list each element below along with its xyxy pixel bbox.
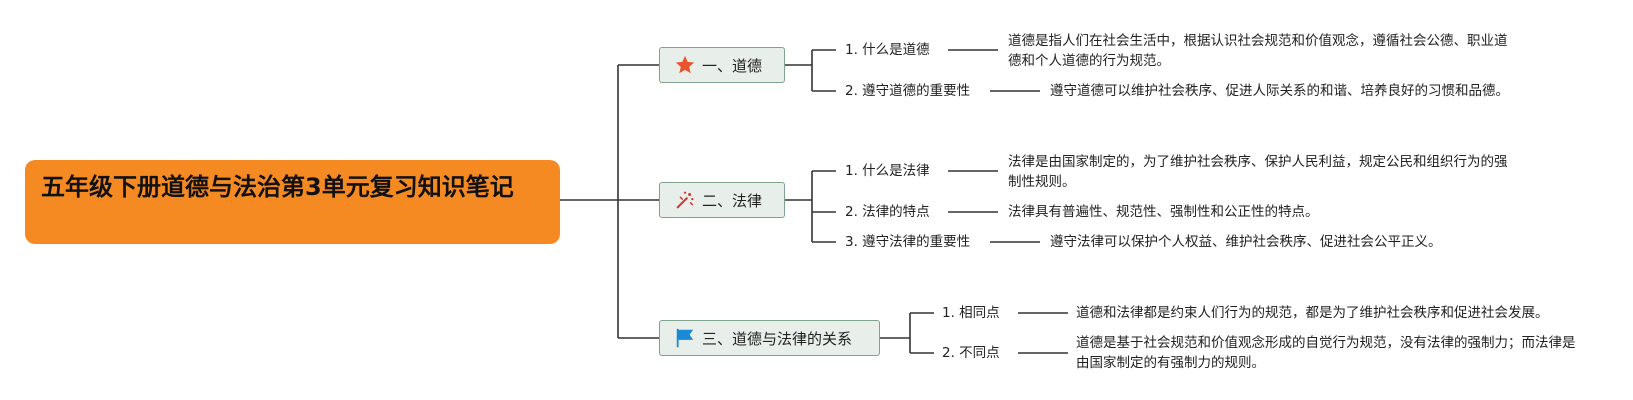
topic-importance-of-law[interactable]: 3. 遵守法律的重要性 (845, 234, 971, 250)
detail-similarities: 道德和法律都是约束人们行为的规范，都是为了维护社会秩序和促进社会发展。 (1076, 305, 1549, 321)
magic-wand-icon (674, 189, 696, 211)
branch-label: 三、道德与法律的关系 (702, 329, 853, 348)
topic-law-features[interactable]: 2. 法律的特点 (845, 204, 930, 220)
detail-law-features: 法律具有普遍性、规范性、强制性和公正性的特点。 (1008, 204, 1319, 220)
detail-differences: 道德是基于社会规范和价值观念形成的自觉行为规范，没有法律的强制力；而法律是由国家… (1076, 335, 1576, 371)
topic-what-is-morality[interactable]: 1. 什么是道德 (845, 42, 930, 58)
flag-icon (674, 327, 696, 349)
branch-morality[interactable]: 一、道德 (659, 47, 785, 83)
root-topic[interactable]: 五年级下册道德与法治第3单元复习知识笔记 (25, 160, 560, 244)
branch-label: 二、法律 (702, 191, 763, 210)
topic-differences[interactable]: 2. 不同点 (942, 345, 1000, 361)
topic-importance-of-morality[interactable]: 2. 遵守道德的重要性 (845, 83, 971, 99)
star-icon (674, 54, 696, 76)
topic-similarities[interactable]: 1. 相同点 (942, 305, 1000, 321)
branch-label: 一、道德 (702, 56, 763, 75)
detail-importance-of-law: 遵守法律可以保护个人权益、维护社会秩序、促进社会公平正义。 (1050, 234, 1442, 250)
detail-what-is-law: 法律是由国家制定的，为了维护社会秩序、保护人民利益，规定公民和组织行为的强制性规… (1008, 154, 1508, 190)
root-title: 五年级下册道德与法治第3单元复习知识笔记 (41, 173, 514, 201)
detail-importance-of-morality: 遵守道德可以维护社会秩序、促进人际关系的和谐、培养良好的习惯和品德。 (1050, 83, 1509, 99)
branch-law[interactable]: 二、法律 (659, 182, 785, 218)
detail-what-is-morality: 道德是指人们在社会生活中，根据认识社会规范和价值观念，遵循社会公德、职业道德和个… (1008, 33, 1508, 69)
branch-relationship[interactable]: 三、道德与法律的关系 (659, 320, 880, 356)
topic-what-is-law[interactable]: 1. 什么是法律 (845, 163, 930, 179)
